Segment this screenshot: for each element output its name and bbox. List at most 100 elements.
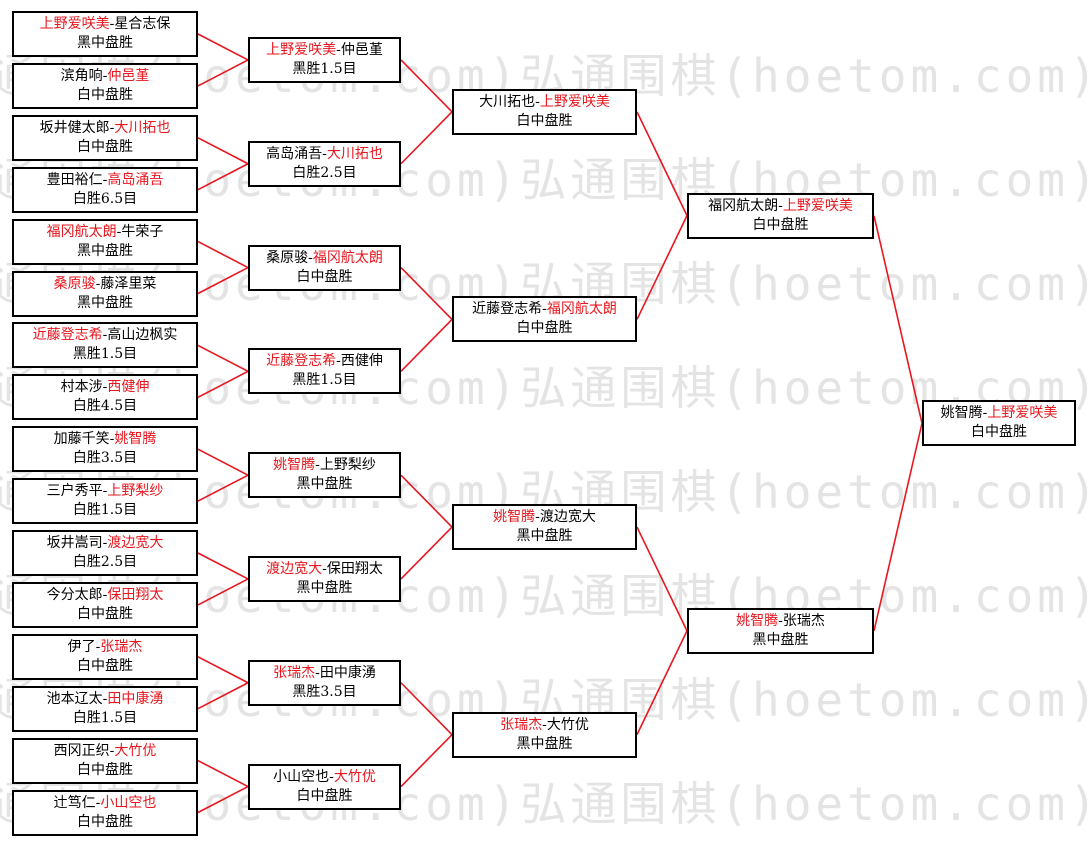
player-black: 小山空也	[273, 768, 330, 785]
match-players: 坂井嵩司-渡边宽大	[14, 534, 196, 553]
match-result: 白中盘胜	[516, 320, 573, 337]
bracket-connector-line	[197, 33, 249, 61]
separator: -	[535, 509, 540, 526]
match-players: 辻笃仁-小山空也	[14, 794, 196, 813]
separator: -	[322, 145, 327, 162]
separator: -	[778, 612, 783, 629]
player-white: 大川拓也	[326, 145, 383, 162]
match-result: 白胜1.5目	[72, 502, 138, 519]
match-box: 坂井嵩司-渡边宽大白胜2.5目	[12, 530, 198, 576]
match-result: 白中盘胜	[752, 216, 809, 233]
match-box: 池本辽太-田中康湧白胜1.5目	[12, 685, 198, 732]
player-black: 渡边宽大	[266, 560, 323, 577]
match-players: 加藤千笑-姚智腾	[14, 430, 196, 449]
player-black: 池本辽太	[46, 690, 103, 707]
separator: -	[102, 586, 108, 603]
player-black: 近藤登志希	[266, 353, 337, 370]
bracket-connector-line	[400, 59, 453, 113]
bracket-connector-line	[400, 474, 453, 528]
player-white: 姚智腾	[114, 431, 157, 448]
match-box: 渡边宽大-保田翔太黑中盘胜	[248, 555, 401, 602]
match-players: 张瑞杰-大竹优	[454, 716, 635, 735]
match-box: 三户秀平-上野梨纱白胜1.5目	[12, 478, 198, 525]
player-black: 福冈航太朗	[708, 197, 779, 214]
player-black: 近藤登志希	[32, 327, 103, 344]
bracket-connector-line	[636, 111, 688, 216]
player-black: 上野爱咲美	[39, 16, 110, 32]
player-white: 上野梨纱	[319, 457, 376, 474]
match-box: 上野爱咲美-星合志保黑中盘胜	[12, 11, 198, 57]
separator: -	[322, 560, 327, 577]
player-white: 上野爱咲美	[782, 197, 853, 214]
match-players: 豊田裕仁-高岛涌吾	[14, 171, 196, 190]
match-result: 白中盘胜	[77, 86, 133, 103]
match-box: 高岛涌吾-大川拓也白胜2.5目	[248, 140, 401, 187]
match-box: 大川拓也-上野爱咲美白中盘胜	[452, 88, 637, 135]
player-black: 福冈航太朗	[46, 223, 117, 240]
match-players: 大川拓也-上野爱咲美	[454, 93, 635, 112]
player-black: 张瑞杰	[500, 716, 543, 733]
match-box: 村本涉-西健伸白胜4.5目	[12, 374, 198, 421]
separator: -	[315, 664, 320, 681]
match-result: 黑中盘胜	[77, 242, 133, 259]
match-box: 姚智腾-上野爱咲美白中盘胜	[922, 400, 1076, 447]
match-result: 白中盘胜	[296, 268, 353, 285]
player-black: 姚智腾	[940, 405, 983, 422]
player-white: 渡边宽大	[107, 535, 164, 551]
bracket-connector-line	[197, 370, 249, 399]
separator: -	[109, 431, 115, 448]
match-players: 村本涉-西健伸	[14, 378, 196, 397]
player-white: 牛荣子	[121, 223, 164, 240]
player-white: 大竹优	[546, 716, 589, 733]
bracket-connector-line	[400, 682, 453, 736]
bracket-connector-line	[197, 759, 249, 788]
separator: -	[95, 638, 101, 655]
player-white: 张瑞杰	[782, 612, 825, 629]
match-players: 姚智腾-张瑞杰	[689, 612, 872, 631]
match-box: 桑原骏-藤泽里菜黑中盘胜	[12, 270, 198, 317]
separator: -	[315, 457, 320, 474]
match-box: 今分太郎-保田翔太白中盘胜	[12, 581, 198, 628]
player-black: 桑原骏	[53, 275, 96, 292]
match-box: 豊田裕仁-高岛涌吾白胜6.5目	[12, 166, 198, 213]
bracket-connector-line	[197, 266, 249, 295]
match-result: 黑中盘胜	[516, 528, 573, 545]
player-black: 辻笃仁	[53, 794, 96, 811]
player-white: 上野爱咲美	[987, 405, 1058, 422]
match-box: 滨角响-仲邑堇白中盘胜	[12, 62, 198, 109]
match-result: 白胜2.5目	[292, 164, 357, 181]
match-box: 姚智腾-上野梨纱黑中盘胜	[248, 452, 401, 499]
player-black: 姚智腾	[736, 612, 779, 629]
match-box: 姚智腾-渡边宽大黑中盘胜	[452, 504, 637, 551]
separator: -	[116, 223, 122, 240]
match-players: 姚智腾-上野爱咲美	[924, 404, 1074, 423]
match-box: 张瑞杰-田中康湧黑胜3.5目	[248, 659, 401, 706]
player-black: 桑原骏	[266, 249, 309, 266]
match-result: 白胜3.5目	[72, 450, 138, 467]
player-white: 上野爱咲美	[539, 93, 610, 110]
match-players: 伊了-张瑞杰	[14, 638, 196, 657]
match-result: 黑胜3.5目	[292, 683, 357, 700]
match-box: 姚智腾-张瑞杰黑中盘胜	[687, 607, 874, 654]
separator: -	[102, 171, 108, 188]
bracket-connector-line	[197, 785, 249, 814]
match-box: 桑原骏-福冈航太朗白中盘胜	[248, 244, 401, 291]
player-white: 福冈航太朗	[312, 249, 383, 266]
match-box: 张瑞杰-大竹优黑中盘胜	[452, 711, 637, 758]
player-white: 仲邑堇	[340, 41, 383, 58]
match-result: 黑胜1.5目	[292, 372, 357, 389]
match-box: 近藤登志希-西健伸黑胜1.5目	[248, 348, 401, 395]
match-players: 上野爱咲美-仲邑堇	[250, 41, 399, 60]
match-box: 福冈航太朗-牛荣子黑中盘胜	[12, 218, 198, 265]
match-box: 西冈正织-大竹优白中盘胜	[12, 737, 198, 784]
player-black: 加藤千笑	[53, 431, 110, 448]
player-white: 藤泽里菜	[100, 275, 157, 292]
match-result: 白胜2.5目	[72, 554, 138, 570]
match-result: 白中盘胜	[77, 138, 133, 155]
match-players: 近藤登志希-福冈航太朗	[454, 300, 635, 319]
match-result: 黑中盘胜	[516, 735, 573, 752]
match-box: 伊了-张瑞杰白中盘胜	[12, 633, 198, 680]
match-players: 上野爱咲美-星合志保	[14, 15, 196, 34]
